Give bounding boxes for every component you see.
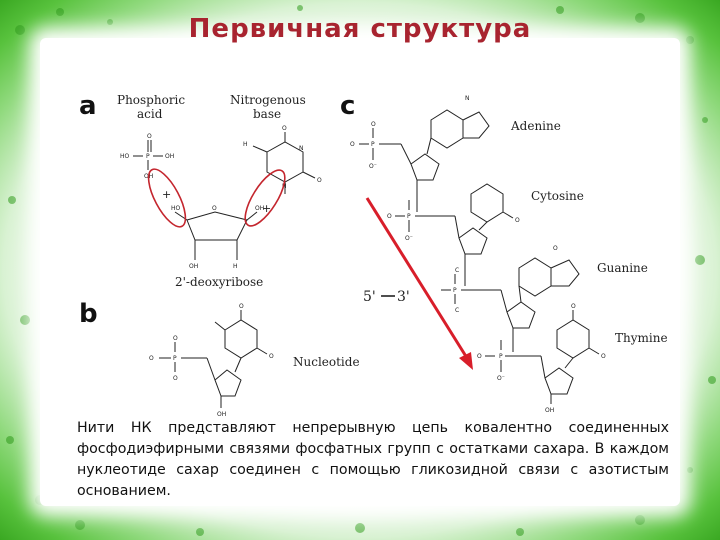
phosphoric-acid-label-2: acid bbox=[137, 107, 163, 121]
condensation-ellipse-left bbox=[147, 168, 187, 228]
plus-sign-right: + bbox=[262, 202, 271, 215]
five-prime-label: 5' bbox=[363, 289, 376, 305]
nitrogenous-base-label-1: Nitrogenous bbox=[230, 93, 306, 107]
svg-text:P: P bbox=[453, 287, 457, 294]
adenine-label: Adenine bbox=[510, 119, 561, 133]
svg-text:O: O bbox=[147, 133, 152, 140]
deoxyribose-structure: O HO OH OH H bbox=[171, 205, 264, 270]
svg-text:OH: OH bbox=[165, 153, 174, 160]
svg-text:O: O bbox=[317, 177, 322, 184]
svg-text:N: N bbox=[465, 95, 470, 102]
slide-title: Первичная структура bbox=[188, 14, 532, 44]
base-structure: O O H N N bbox=[243, 125, 322, 194]
svg-text:OH: OH bbox=[255, 205, 264, 212]
svg-text:O⁻: O⁻ bbox=[497, 375, 505, 382]
panel-a-letter: a bbox=[79, 91, 97, 121]
svg-text:O: O bbox=[173, 375, 178, 382]
svg-text:O: O bbox=[477, 353, 482, 360]
svg-text:O: O bbox=[173, 335, 178, 342]
svg-text:OH: OH bbox=[217, 411, 226, 418]
svg-text:OH: OH bbox=[189, 263, 198, 270]
phosphoric-acid-label-1: Phosphoric bbox=[117, 93, 185, 107]
svg-text:O: O bbox=[212, 205, 217, 212]
nucleotide-label: Nucleotide bbox=[293, 355, 360, 369]
svg-text:O: O bbox=[571, 303, 576, 310]
dna-chain-structure: O P O O⁻ N Adenine P O O⁻ O Cytosine P C bbox=[350, 95, 668, 414]
nucleotide-structure: O P O O OH O O bbox=[149, 303, 274, 418]
phosphoric-acid-structure: HO P OH O OH bbox=[120, 133, 174, 180]
svg-text:H: H bbox=[233, 263, 238, 270]
svg-text:O: O bbox=[239, 303, 244, 310]
svg-text:P: P bbox=[407, 213, 411, 220]
guanine-label: Guanine bbox=[597, 261, 648, 275]
thymine-label: Thymine bbox=[615, 331, 668, 345]
svg-text:O: O bbox=[371, 121, 376, 128]
svg-text:HO: HO bbox=[171, 205, 181, 212]
panel-b-letter: b bbox=[79, 299, 98, 329]
nitrogenous-base-label-2: base bbox=[253, 107, 281, 121]
slide-caption: Нити НК представляют непрерывную цепь ко… bbox=[77, 420, 669, 499]
direction-arrow-head bbox=[459, 352, 473, 370]
svg-text:H: H bbox=[243, 141, 248, 148]
svg-text:C: C bbox=[455, 267, 459, 274]
svg-text:P: P bbox=[146, 153, 150, 160]
svg-text:P: P bbox=[173, 355, 177, 362]
svg-text:OH: OH bbox=[545, 407, 554, 414]
svg-text:N: N bbox=[299, 145, 304, 152]
svg-text:N: N bbox=[282, 183, 287, 190]
svg-text:O: O bbox=[282, 125, 287, 132]
svg-text:O⁻: O⁻ bbox=[369, 163, 377, 170]
svg-text:O: O bbox=[515, 217, 520, 224]
dna-structure-figure: a Phosphoric acid Nitrogenous base HO P … bbox=[79, 91, 668, 418]
svg-text:O: O bbox=[553, 245, 558, 252]
svg-text:C: C bbox=[455, 307, 459, 314]
plus-sign-left: + bbox=[162, 188, 171, 201]
deoxyribose-label: 2'-deoxyribose bbox=[175, 275, 263, 289]
svg-text:O: O bbox=[149, 355, 154, 362]
cytosine-label: Cytosine bbox=[531, 189, 584, 203]
panel-c-letter: c bbox=[340, 91, 355, 121]
svg-text:HO: HO bbox=[120, 153, 130, 160]
direction-arrow-line bbox=[365, 197, 469, 359]
svg-text:O: O bbox=[387, 213, 392, 220]
svg-text:P: P bbox=[499, 353, 503, 360]
svg-text:O: O bbox=[269, 353, 274, 360]
svg-text:O: O bbox=[350, 141, 355, 148]
condensation-ellipse-right bbox=[244, 169, 286, 227]
svg-text:O: O bbox=[601, 353, 606, 360]
svg-text:O⁻: O⁻ bbox=[405, 235, 413, 242]
three-prime-label: 3' bbox=[397, 289, 410, 305]
svg-text:P: P bbox=[371, 141, 375, 148]
content-area bbox=[40, 38, 680, 506]
